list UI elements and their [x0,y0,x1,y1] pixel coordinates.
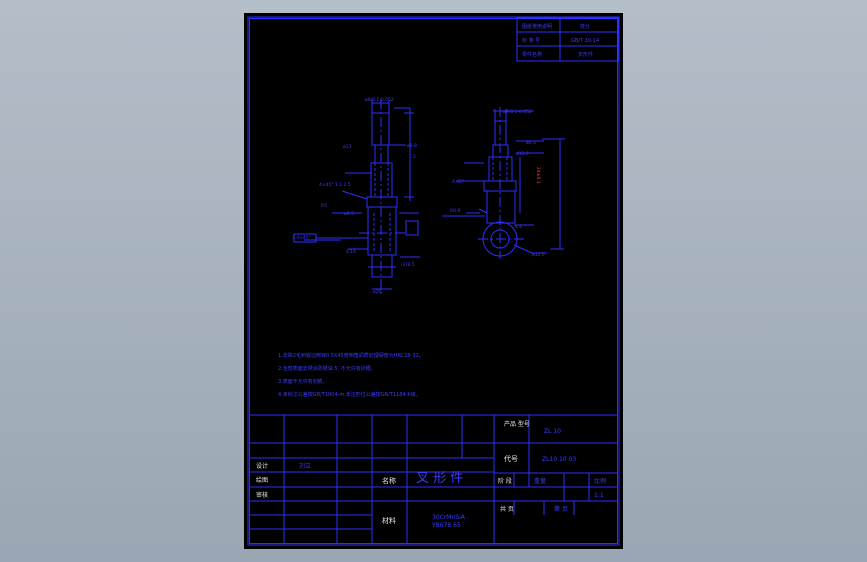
dim-label: ø13 [343,144,352,150]
product-value: ZL 10 [544,428,561,435]
dim-label: ø9/8.1-0.052 [503,109,532,115]
front-view [293,99,420,295]
side-view [442,107,565,259]
note-line: 4.未标注公差按GB/T1804-m,未注形位公差按GB/T1184-K级。 [278,391,421,398]
product-label: 产品 型号 [504,420,530,428]
dim-label: R5 [321,203,327,209]
stage-label: 阶 段 [498,477,512,485]
top-table-r1c2: 技分 [580,23,590,30]
scale-value: 1:1 [594,492,604,499]
sheets-label: 共 页 [500,505,514,513]
scale-label: 比例 [594,477,606,485]
top-table-r2c1: 标 准 号 [522,37,540,44]
weight-label: 重量 [534,477,546,485]
code-value: ZL10 10 03 [542,456,576,463]
dim-label: (2)8.5 [401,262,415,268]
note-line: 1.去除2毛刺锐边倒钝0.5X45度倒角调质处理硬度为HRC28-32。 [278,352,424,359]
material-line1: 30CrMnSiA [432,514,466,521]
top-table-r3c1: 零件名称 [522,51,542,58]
material-line2: YB678 65 [431,522,461,529]
dim-label: ø9.5 [344,211,354,217]
top-table-r2c2: GB/T 30-14 [571,38,599,44]
dim-label: 24±0.1 [535,167,541,184]
name-label: 名称 [382,476,396,485]
dim-label: ø12.5 [532,252,545,258]
outer-frame [247,16,620,546]
checker-label: 审核 [256,491,268,499]
dim-label: 1.4×45° [292,235,311,241]
drawing-sheet: ø9/8.1-0.052 ø13 ø9.8 2 4×45° 1 1 2.5 R5… [244,13,623,549]
top-right-table [516,17,619,62]
top-table-r1c1: 图纸使用说明 [522,23,552,30]
engineering-drawing: ø9/8.1-0.052 ø13 ø9.8 2 4×45° 1 1 2.5 R5… [247,16,620,546]
note-line: 2.全部表面去锈涂防锈油 5. 不允许有砂眼。 [278,365,376,372]
designer-value: 刘立 [299,462,311,470]
dim-label: ø20 [373,289,382,295]
dim-label: R0.8 [450,208,460,214]
top-table-r3c2: 叉形件 [578,51,593,58]
dim-label: ø15.5 [516,151,529,157]
dim-label: 4.45° [452,179,464,185]
page-label: 第 页 [554,505,568,513]
dim-label: ø9/8.1-0.052 [365,97,394,103]
dim-label: 4.16 [346,249,356,255]
dim-label: 2 [413,154,416,160]
dim-label: ø5.3 [526,140,536,146]
note-line: 3.表面不允许有划痕。 [278,378,328,385]
dim-label: 4.8 [515,224,522,230]
material-label: 材料 [382,516,396,525]
code-label: 代号 [504,454,518,463]
dim-label: ø9.8 [407,143,417,149]
part-name: 叉 形 件 [416,471,463,486]
drawer-label: 绘图 [256,476,268,484]
dim-label: 4×45° 1 1 2.5 [319,182,351,188]
inner-frame [249,18,618,544]
designer-label: 设计 [256,462,268,470]
